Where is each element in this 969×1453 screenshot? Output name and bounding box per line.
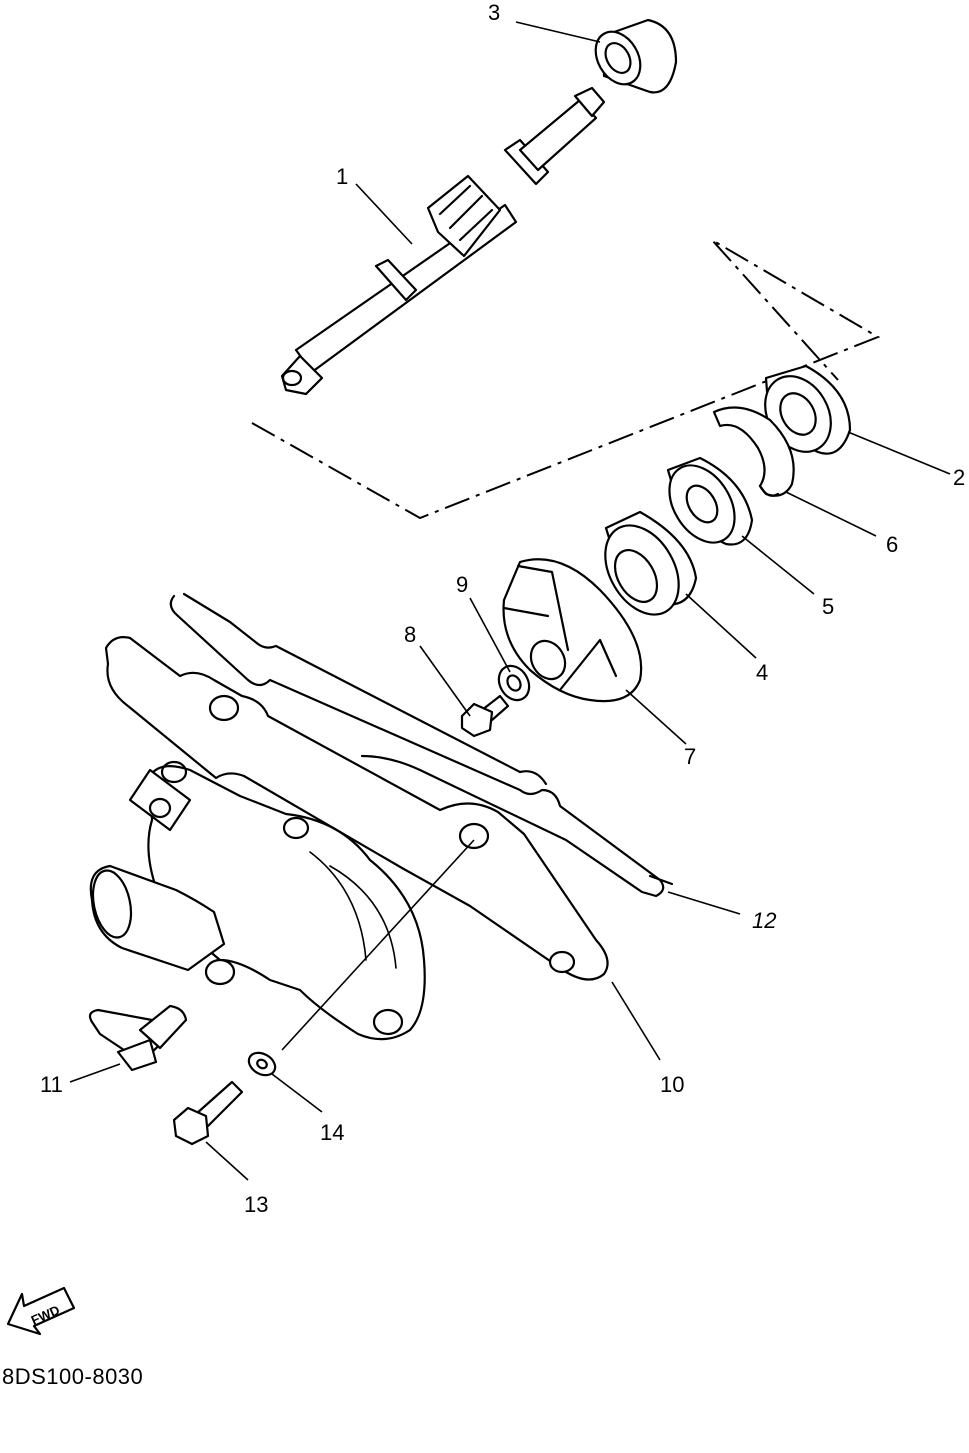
pump-body[interactable] [87,760,426,1041]
part-8-screw[interactable] [460,694,510,738]
callout-10: 10 [660,1072,684,1097]
callout-7: 7 [684,744,696,769]
callout-4: 4 [756,660,768,685]
leader-lines [69,21,951,1181]
part-7-impeller[interactable] [502,558,643,703]
callout-6: 6 [886,532,898,557]
callout-12: 12 [752,908,776,933]
part-13-bolt[interactable] [172,1080,244,1146]
callout-2: 2 [953,465,965,490]
callout-5: 5 [822,594,834,619]
part-12-gasket[interactable] [169,592,674,898]
part-10-housing-cover[interactable] [104,636,609,981]
part-1-shaft[interactable] [280,86,606,396]
diagram-code: 8DS100-8030 [2,1364,144,1389]
assembly-boundary-dashed [251,239,881,520]
callout-14: 14 [320,1120,344,1145]
part-4-mechanical-seal[interactable] [590,510,698,628]
part-9-washer[interactable] [493,660,535,705]
part-5-seal[interactable] [656,454,754,555]
callout-11: 11 [40,1072,63,1097]
callout-8: 8 [404,622,416,647]
callout-9: 9 [456,572,468,597]
callout-labels: 3 1 2 6 5 4 7 9 8 12 10 11 14 13 [40,0,965,1217]
fwd-arrow-icon: FWD [6,1286,76,1336]
part-3-bearing[interactable] [587,18,678,94]
callout-13: 13 [244,1192,268,1217]
callout-1: 1 [336,164,348,189]
part-14-washer[interactable] [245,1048,279,1079]
part-11-elbow-pipe[interactable] [88,1004,188,1072]
part-6-circlip[interactable] [712,406,795,497]
callout-3: 3 [488,0,500,25]
